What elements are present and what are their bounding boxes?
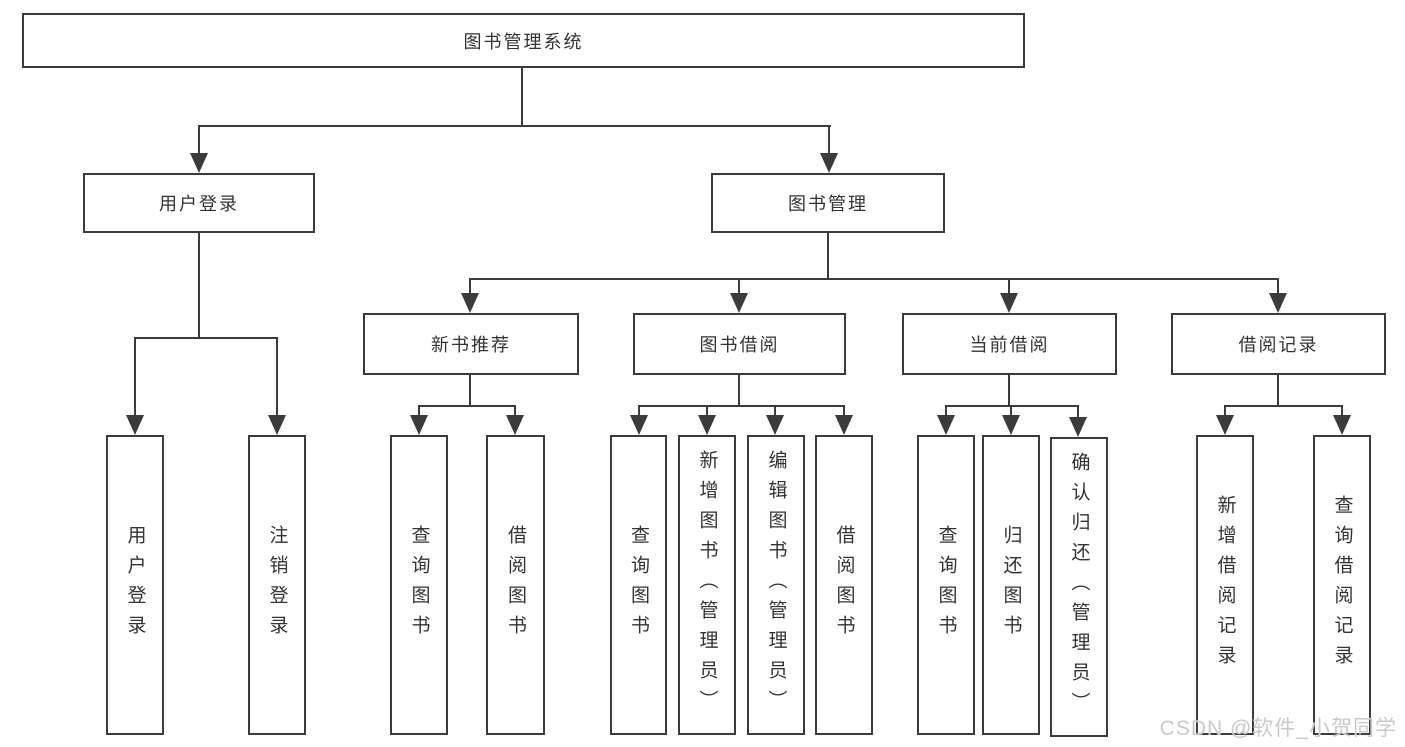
node-new-book: 新书推荐 [363,313,579,375]
arrowhead-down-icon [190,153,208,173]
node-bb-add: 新增图书（管理员） [678,435,736,735]
node-cb-return: 归还图书 [982,435,1040,735]
node-label-current-borrow: 当前借阅 [969,335,1050,355]
node-label-book-borrow: 图书借阅 [699,335,780,355]
connector-line [198,125,831,127]
node-label-nb-query: 查询图书 [408,525,430,645]
arrowhead-down-icon [1269,293,1287,313]
connector-line [1224,405,1343,407]
node-leaf-user-login: 用户登录 [106,435,164,735]
connector-line [469,278,471,300]
connector-line [706,405,708,422]
connector-line [945,405,947,422]
node-label-book-mgmt: 图书管理 [788,194,868,214]
node-borrow-record: 借阅记录 [1171,313,1386,375]
node-label-br-add: 新增借阅记录 [1214,495,1236,675]
arrowhead-down-icon [698,415,716,435]
node-root: 图书管理系统 [22,13,1025,68]
node-label-new-book: 新书推荐 [431,335,511,355]
node-bb-edit: 编辑图书（管理员） [747,435,805,735]
arrowhead-down-icon [1000,293,1018,313]
arrowhead-down-icon [506,415,524,435]
arrowhead-down-icon [268,415,286,435]
connector-line [198,233,200,339]
node-book-mgmt: 图书管理 [711,173,945,233]
node-label-leaf-user-login: 用户登录 [124,525,146,645]
arrowhead-down-icon [630,415,648,435]
connector-line [1008,375,1010,407]
watermark: CSDN @软件_小贺同学 [1159,717,1397,740]
connector-line [514,405,516,422]
connector-line [198,125,200,160]
node-label-br-query: 查询借阅记录 [1331,495,1353,675]
node-label-cb-confirm: 确认归还（管理员） [1068,452,1090,722]
connector-line [638,405,640,422]
node-label-nb-borrow: 借阅图书 [505,525,526,645]
connector-line [418,405,516,407]
connector-line [945,405,1079,407]
node-label-bb-query: 查询图书 [628,525,649,645]
node-cb-confirm: 确认归还（管理员） [1050,437,1108,737]
node-bb-query: 查询图书 [610,435,667,735]
node-label-bb-add: 新增图书（管理员） [696,450,718,720]
connector-line [843,405,845,422]
node-br-query: 查询借阅记录 [1313,435,1371,735]
arrowhead-down-icon [937,415,955,435]
node-label-bb-borrow: 借阅图书 [833,525,855,645]
node-leaf-logout: 注销登录 [248,435,306,735]
node-br-add: 新增借阅记录 [1196,435,1254,735]
connector-line [1224,405,1226,422]
connector-line [1010,405,1012,422]
arrowhead-down-icon [126,415,144,435]
arrowhead-down-icon [461,293,479,313]
node-bb-borrow: 借阅图书 [815,435,873,735]
arrowhead-down-icon [835,415,853,435]
node-label-user-login: 用户登录 [159,194,239,214]
connector-line [1008,278,1010,300]
node-user-login: 用户登录 [83,173,315,233]
arrowhead-down-icon [1216,415,1234,435]
node-label-bb-edit: 编辑图书（管理员） [765,450,787,720]
connector-line [134,337,278,339]
arrowhead-down-icon [766,415,784,435]
node-label-leaf-logout: 注销登录 [266,525,288,645]
arrowhead-down-icon [410,415,428,435]
connector-line [1341,405,1343,422]
connector-line [134,337,136,422]
connector-line [469,278,1279,280]
connector-line [738,375,740,407]
connector-line [1077,405,1079,422]
node-nb-borrow: 借阅图书 [486,435,545,735]
node-cb-query: 查询图书 [917,435,975,735]
connector-line [276,337,278,422]
arrowhead-down-icon [820,153,838,173]
connector-line [774,405,776,422]
connector-line [1277,278,1279,300]
connector-line [521,68,523,126]
arrowhead-down-icon [1002,415,1020,435]
arrowhead-down-icon [1333,415,1351,435]
connector-line [469,375,471,407]
node-label-cb-return: 归还图书 [1000,525,1022,645]
node-label-cb-query: 查询图书 [935,525,957,645]
connector-line [638,405,845,407]
connector-line [418,405,420,422]
node-book-borrow: 图书借阅 [633,313,846,375]
node-current-borrow: 当前借阅 [902,313,1117,375]
connector-line [827,233,829,280]
node-label-root: 图书管理系统 [463,31,584,52]
arrowhead-down-icon [1069,417,1087,437]
connector-line [738,278,740,300]
node-nb-query: 查询图书 [390,435,448,735]
connector-line [1277,375,1279,407]
connector-line [828,125,830,160]
node-label-borrow-record: 借阅记录 [1238,335,1319,355]
arrowhead-down-icon [730,293,748,313]
